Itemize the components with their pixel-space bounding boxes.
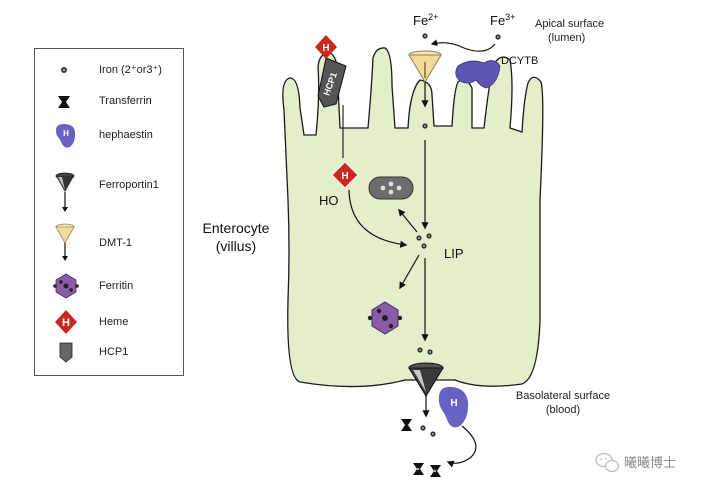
hcp1-icon — [59, 342, 73, 363]
apical-lumen-label: (lumen) — [548, 32, 585, 44]
dmt1-icon — [55, 223, 75, 261]
legend-item-transferrin: Transferrin — [35, 87, 183, 117]
heme-inside-letter: H — [341, 171, 348, 182]
legend-item-heme: H Heme — [35, 307, 183, 337]
heme-inside: H — [331, 161, 359, 189]
legend-item-hephaestin: H hephaestin — [35, 121, 183, 151]
legend-label-heme: Heme — [99, 316, 129, 328]
heme-top-letter: H — [322, 43, 329, 54]
transferrin-loaded — [413, 463, 441, 477]
fe3-label: Fe3+ — [490, 12, 515, 28]
lip-to-mitochondrion-arrow — [398, 208, 418, 233]
lip-iron-cluster — [416, 233, 432, 249]
iron-to-transferrin-arrow — [446, 425, 477, 468]
legend-label-ferroportin: Ferroportin1 — [99, 179, 159, 191]
legend-label-dmt1: DMT-1 — [99, 237, 132, 249]
dcytb-enzyme — [455, 60, 501, 89]
ho-label: HO — [319, 193, 339, 208]
svg-text:H: H — [62, 317, 70, 329]
pre-export-iron-dots — [417, 347, 433, 355]
ferroportin-transporter — [408, 362, 444, 397]
transferrin-icon — [58, 96, 70, 108]
fe2-label: Fe2+ — [413, 12, 438, 28]
svg-text:H: H — [63, 129, 69, 138]
watermark: 曦曦博士 — [595, 452, 676, 473]
legend: Iron (2⁺or3⁺) Transferrin H hephaestin F… — [34, 48, 184, 376]
watermark-text: 曦曦博士 — [624, 455, 676, 471]
hephaestin-enzyme: H — [438, 386, 469, 428]
transferrin-free — [401, 419, 412, 431]
legend-item-hcp1: HCP1 — [35, 337, 183, 367]
enterocyte-label: Enterocyte — [203, 220, 270, 236]
dmt1-transporter — [408, 50, 442, 83]
legend-label-transferrin: Transferrin — [99, 95, 152, 107]
basolateral-surface-label: Basolateral surface — [516, 390, 610, 402]
lumen-iron-dots — [422, 33, 501, 40]
heme-to-lip-arrow — [348, 189, 408, 248]
basolateral-blood-label: (blood) — [546, 404, 580, 416]
legend-label-hephaestin: hephaestin — [99, 129, 153, 141]
lip-to-ferritin-arrow — [399, 254, 420, 290]
heme-top: H — [315, 35, 337, 59]
reduction-arrow — [430, 39, 496, 52]
mitochondrion — [368, 176, 414, 200]
ferritin-icon — [53, 273, 79, 299]
cytosol-iron-dot — [422, 123, 428, 129]
legend-label-hcp1: HCP1 — [99, 346, 129, 358]
heme-icon: H — [55, 310, 77, 334]
lip-label: LIP — [444, 246, 464, 261]
legend-item-ferritin: Ferritin — [35, 271, 183, 301]
legend-item-ferroportin: Ferroportin1 — [35, 171, 183, 217]
legend-label-iron: Iron (2⁺or3⁺) — [99, 64, 162, 76]
apical-surface-label: Apical surface — [535, 18, 604, 30]
wechat-icon — [595, 452, 620, 473]
ferroportin-icon — [55, 172, 75, 212]
iron-dot-icon — [61, 67, 67, 73]
enterocyte-sublabel: (villus) — [216, 238, 256, 254]
enterocyte-cell — [282, 47, 544, 388]
blood-iron-dots — [420, 425, 436, 437]
legend-item-dmt1: DMT-1 — [35, 221, 183, 265]
dcytb-label: DCYTB — [501, 55, 538, 67]
hephaestin-letter: H — [450, 398, 457, 409]
hcp1-transporter: HCP1 — [317, 57, 347, 108]
hephaestin-icon: H — [56, 124, 76, 148]
ferritin-inside — [367, 301, 403, 335]
legend-item-iron: Iron (2⁺or3⁺) — [35, 55, 183, 85]
legend-label-ferritin: Ferritin — [99, 280, 134, 292]
